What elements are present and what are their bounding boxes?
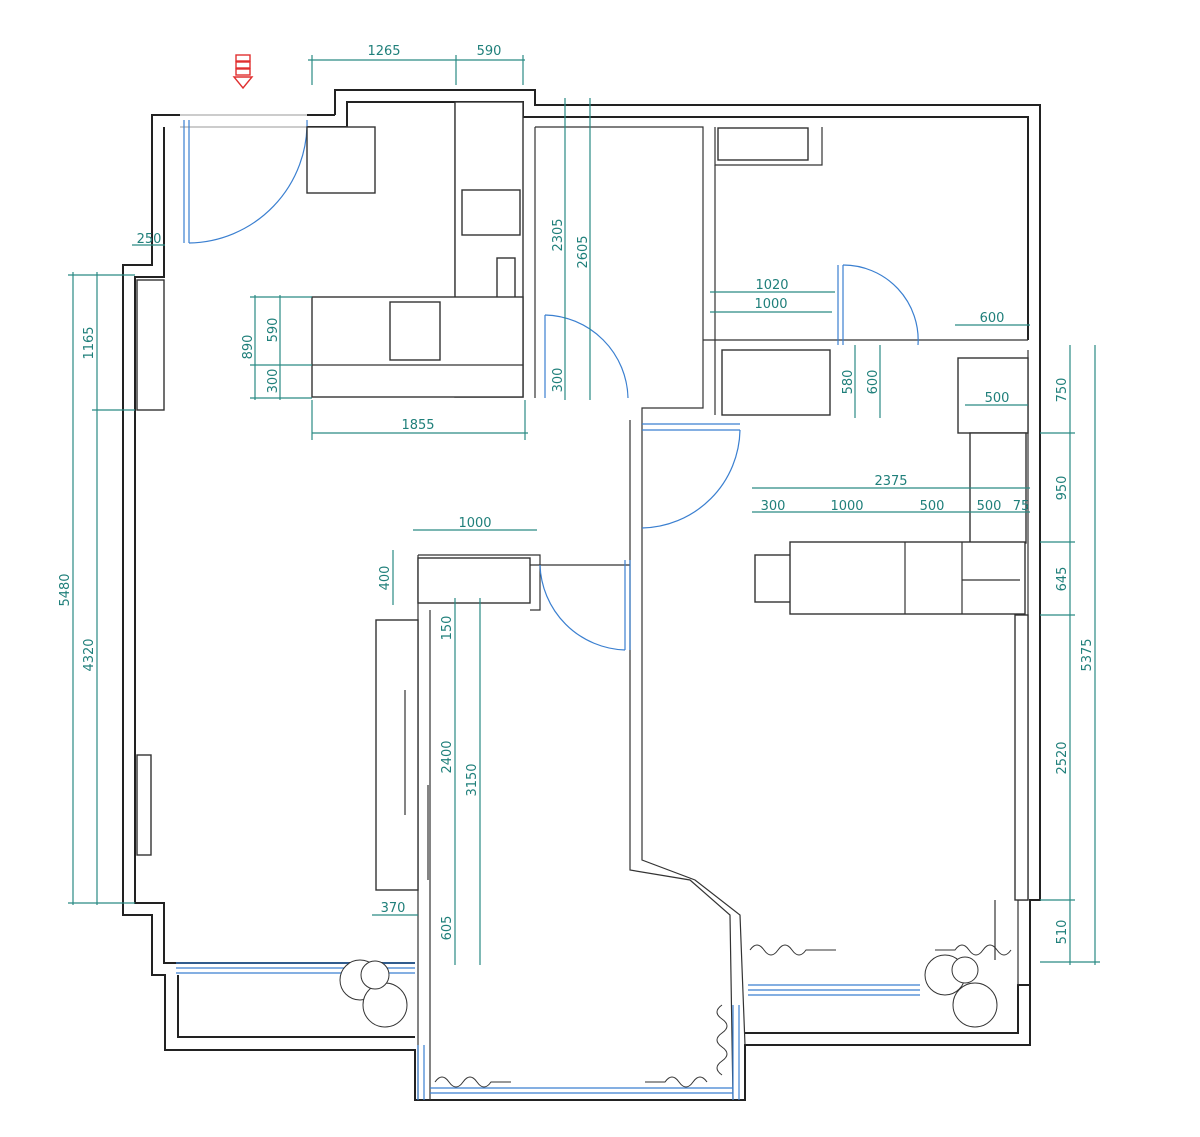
dim-label: 750 — [1055, 378, 1070, 403]
dim-label: 5480 — [58, 573, 73, 606]
shoe-cabinet — [417, 557, 531, 604]
dim-label: 4320 — [82, 638, 97, 671]
radiator — [136, 754, 152, 856]
fridge — [461, 189, 521, 236]
dim-label: 600 — [866, 370, 881, 395]
dim-label: 1855 — [401, 418, 434, 433]
wardrobe-left — [136, 279, 165, 411]
dim-label: 400 — [378, 566, 393, 591]
dim-label: 580 — [841, 370, 856, 395]
dim-label: 300 — [551, 368, 566, 393]
chair — [754, 554, 793, 603]
dim-label: 2305 — [551, 218, 566, 251]
dim-label: 1000 — [830, 499, 863, 514]
dim-label: 2375 — [874, 474, 907, 489]
dim-label: 605 — [440, 916, 455, 941]
dim-label: 2400 — [440, 740, 455, 773]
dim-label: 300 — [266, 369, 281, 394]
kitchen-cabinet — [306, 126, 376, 194]
dim-label: 500 — [985, 391, 1010, 406]
dim-label: 600 — [980, 311, 1005, 326]
sink — [389, 301, 441, 361]
dim-label: 1020 — [755, 278, 788, 293]
dim-label: 510 — [1055, 920, 1070, 945]
cooktop — [496, 257, 516, 299]
dim-label: 2520 — [1055, 741, 1070, 774]
furniture — [136, 101, 1029, 901]
dim-label: 5375 — [1080, 638, 1095, 671]
doors — [183, 119, 919, 651]
windows — [176, 962, 920, 1100]
wardrobe-bedroom — [721, 349, 831, 416]
dim-label: 3150 — [465, 763, 480, 796]
dimension-lines — [68, 55, 1100, 965]
cabinet-row — [789, 541, 1026, 615]
dim-label: 500 — [977, 499, 1002, 514]
dim-label: 1000 — [754, 297, 787, 312]
dim-label: 890 — [241, 335, 256, 360]
dim-label: 250 — [137, 232, 162, 247]
interior-walls — [417, 102, 1029, 1101]
dim-label: 150 — [440, 616, 455, 641]
dim-label: 75 — [1013, 499, 1030, 514]
dim-label: 1165 — [82, 326, 97, 359]
dim-label: 500 — [920, 499, 945, 514]
dimension-labels: 1265 590 2305 2605 250 890 590 300 1855 … — [58, 44, 1095, 944]
entrance-arrow-icon — [232, 54, 254, 90]
dim-label: 2605 — [576, 235, 591, 268]
dim-label: 950 — [1055, 476, 1070, 501]
plant-icon — [339, 954, 998, 1028]
dim-label: 300 — [761, 499, 786, 514]
dim-label: 370 — [381, 901, 406, 916]
dim-label: 1265 — [367, 44, 400, 59]
tv-unit — [375, 619, 419, 891]
dim-label: 590 — [266, 318, 281, 343]
dim-label: 645 — [1055, 567, 1070, 592]
shelf — [717, 127, 809, 161]
dim-label: 1000 — [458, 516, 491, 531]
dim-label: 590 — [477, 44, 502, 59]
curtain-icon — [434, 944, 1012, 1088]
wall-unit — [1014, 614, 1029, 901]
